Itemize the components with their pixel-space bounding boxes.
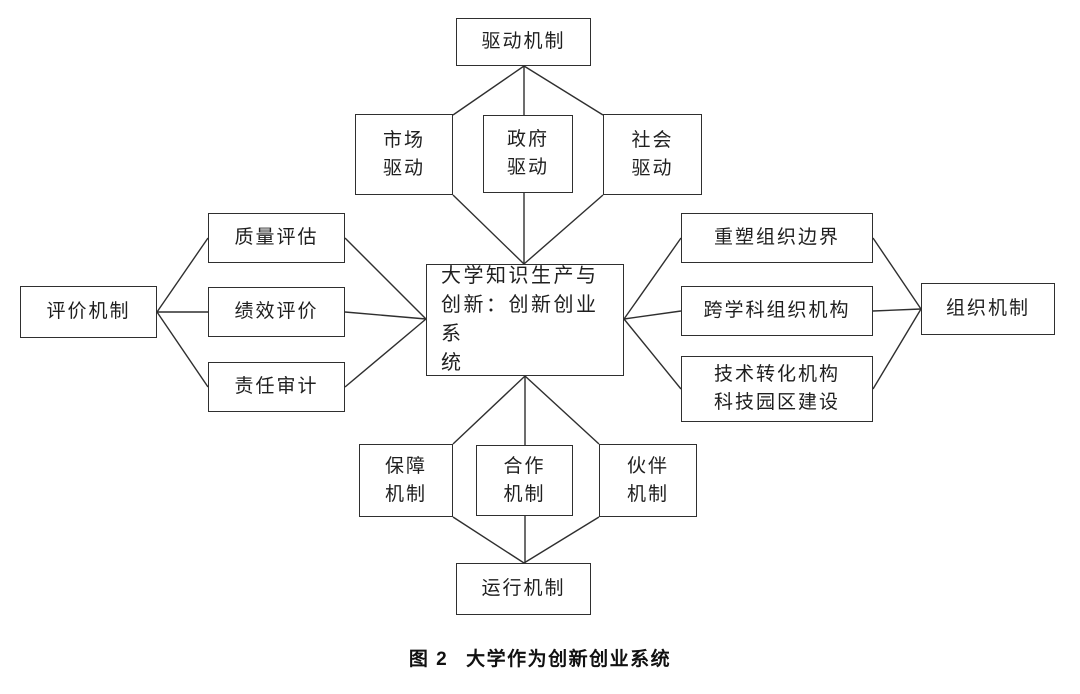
connector-line [452,375,526,445]
node-reshape-org-boundary: 重塑组织边界 [681,213,873,263]
connector-line [452,65,525,116]
connector-line [344,311,427,320]
node-organization-mechanism: 组织机制 [921,283,1055,335]
connector-line [623,310,682,320]
node-partner-mechanism: 伙伴 机制 [599,444,697,517]
connector-line [524,375,600,445]
node-center-system: 大学知识生产与 创新：创新创业系 统 [426,264,624,376]
connector-line [344,237,427,320]
figure-number: 图 2 [408,649,449,670]
connector-line [623,237,682,320]
node-guarantee-mechanism: 保障 机制 [359,444,453,517]
node-responsibility-audit: 责任审计 [208,362,345,412]
node-performance-evaluation: 绩效评价 [208,287,345,337]
connector-line [872,308,922,312]
connector-line [156,237,209,313]
node-evaluation-mechanism: 评价机制 [20,286,157,338]
connector-line [872,308,922,390]
connector-line [523,194,604,265]
connector-line [872,237,922,310]
node-social-drive: 社会 驱动 [603,114,702,195]
connector-line [523,516,600,564]
node-market-drive: 市场 驱动 [355,114,453,195]
connector-line [523,65,604,116]
node-interdisciplinary-org: 跨学科组织机构 [681,286,873,336]
node-government-drive: 政府 驱动 [483,115,573,193]
node-drive-mechanism: 驱动机制 [456,18,591,66]
node-cooperation-mechanism: 合作 机制 [476,445,573,516]
connector-line [156,311,209,388]
connector-line [452,194,525,265]
node-operation-mechanism: 运行机制 [456,563,591,615]
connector-line [452,516,525,564]
connector-line [623,318,682,390]
node-quality-assessment: 质量评估 [208,213,345,263]
figure-caption: 图 2 大学作为创新创业系统 [0,644,1080,671]
connector-line [344,318,427,388]
figure-title: 大学作为创新创业系统 [466,649,672,670]
node-tech-transfer-science-park: 技术转化机构 科技园区建设 [681,356,873,422]
